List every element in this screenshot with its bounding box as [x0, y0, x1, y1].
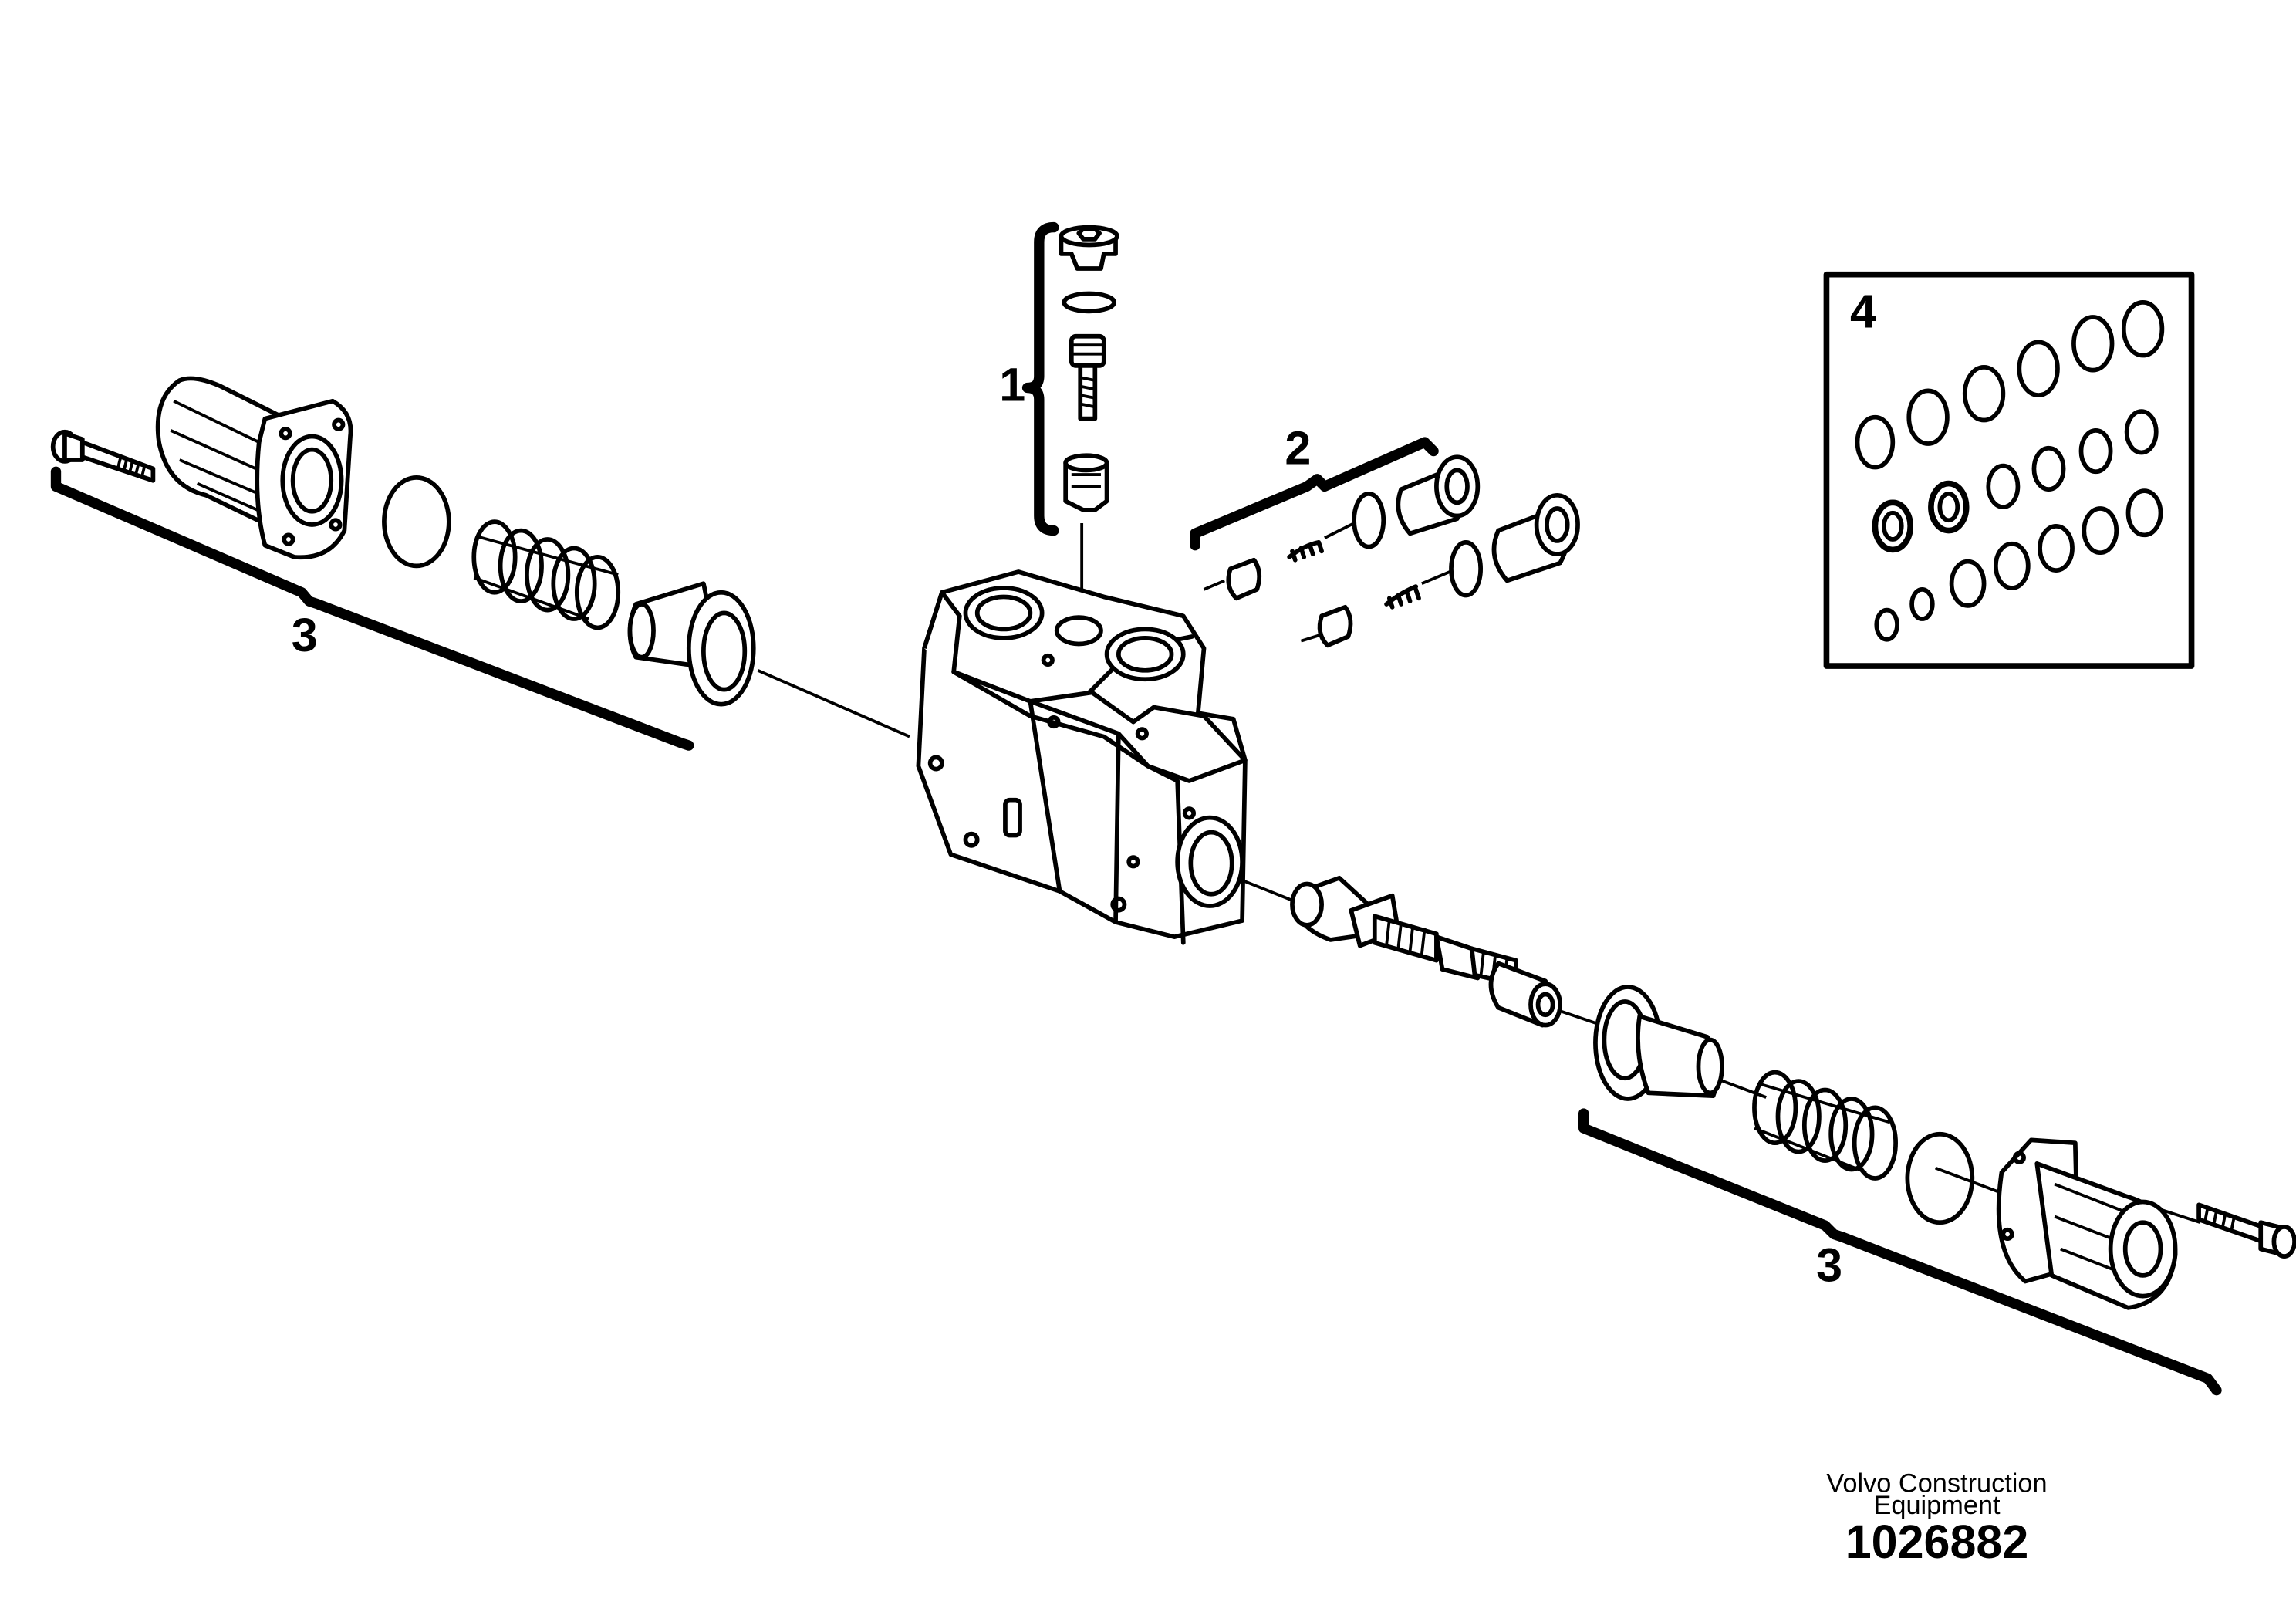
callout-3-right: 3	[1816, 1239, 1842, 1292]
company-name-line1: Volvo Construction	[1826, 1468, 2047, 1498]
valve-section-body	[916, 569, 1248, 945]
spring-right	[1752, 1070, 1898, 1181]
o-ring-left	[382, 475, 451, 569]
o-ring-set	[1855, 300, 2165, 642]
spring-left	[471, 519, 621, 630]
o-ring-right	[1905, 1131, 1975, 1225]
drawing-number: 1026882	[1845, 1516, 2029, 1568]
part-3-right-bracket	[1578, 1108, 2222, 1396]
part-2-check-valves: 2	[1190, 422, 1580, 648]
footer: Volvo Construction Equipment 1026882	[1826, 1468, 2047, 1568]
upper-port-right	[1104, 627, 1186, 682]
mounting-holes	[927, 653, 1196, 913]
backup-ring-set	[1872, 480, 1970, 553]
callout-1: 1	[999, 359, 1025, 411]
callout-3-left: 3	[292, 609, 318, 661]
company-name-line2: Equipment	[1873, 1491, 2001, 1520]
seal-kit-box	[1823, 271, 2195, 669]
bolt-right	[2196, 1202, 2296, 1259]
upper-port-center	[1054, 615, 1103, 647]
callout-4: 4	[1850, 285, 1876, 337]
part-3-right-assembly: 3	[1578, 985, 2296, 1396]
o-ring	[1062, 291, 1116, 314]
spring-cover-right	[1996, 1137, 2178, 1310]
part-3-left-assembly: 3	[50, 376, 756, 751]
bolt-left	[50, 429, 156, 483]
poppet	[1069, 333, 1106, 421]
spring-cover-left	[155, 376, 353, 560]
check-valve-upper	[1226, 454, 1481, 601]
check-valve-lower	[1317, 492, 1580, 648]
upper-port-left	[963, 586, 1045, 640]
spring-seat-right	[1593, 985, 1724, 1101]
callout-2: 2	[1285, 422, 1311, 475]
plug-hex-socket	[1059, 225, 1119, 271]
valve-seat	[1063, 453, 1109, 512]
part-1-valve-cartridge: 1	[999, 221, 1119, 536]
part-1-bracket	[1021, 221, 1059, 536]
part-3-left-bracket	[50, 466, 694, 751]
part-2-bracket	[1190, 437, 1439, 551]
spring-seat-left	[627, 581, 756, 707]
slot-mark	[1003, 797, 1022, 838]
side-port	[1175, 815, 1244, 908]
spool	[1290, 875, 1563, 1028]
